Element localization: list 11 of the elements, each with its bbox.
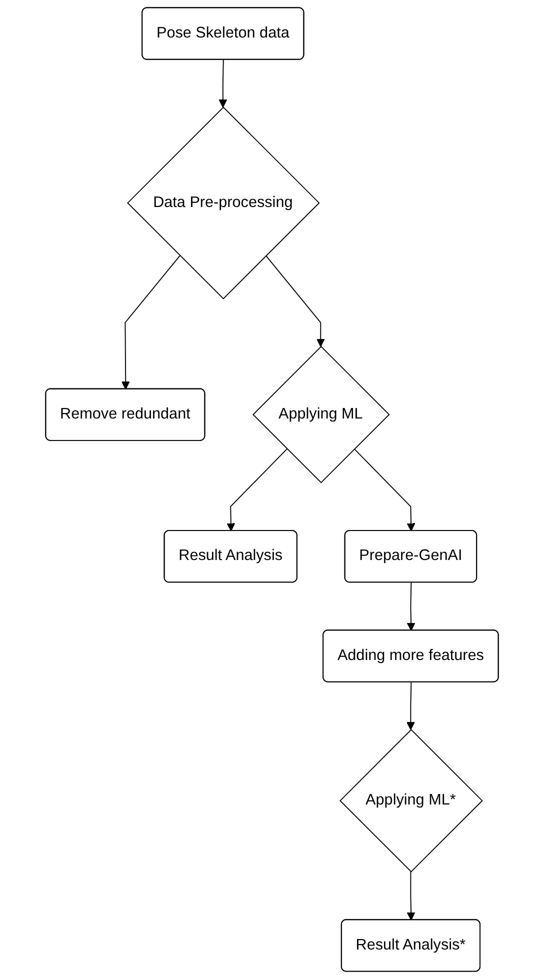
arrow (120, 255, 180, 390)
arrow (406, 682, 414, 730)
arrow (353, 448, 415, 532)
node-diamond: Data Pre-processing (126, 106, 320, 300)
arrow (264, 255, 324, 347)
node-diamond: Applying ML (252, 346, 390, 484)
arrow (226, 448, 287, 532)
arrow (218, 59, 227, 108)
arrow (406, 582, 415, 631)
arrow (406, 871, 415, 920)
node-diamond: Applying ML* (339, 729, 482, 872)
